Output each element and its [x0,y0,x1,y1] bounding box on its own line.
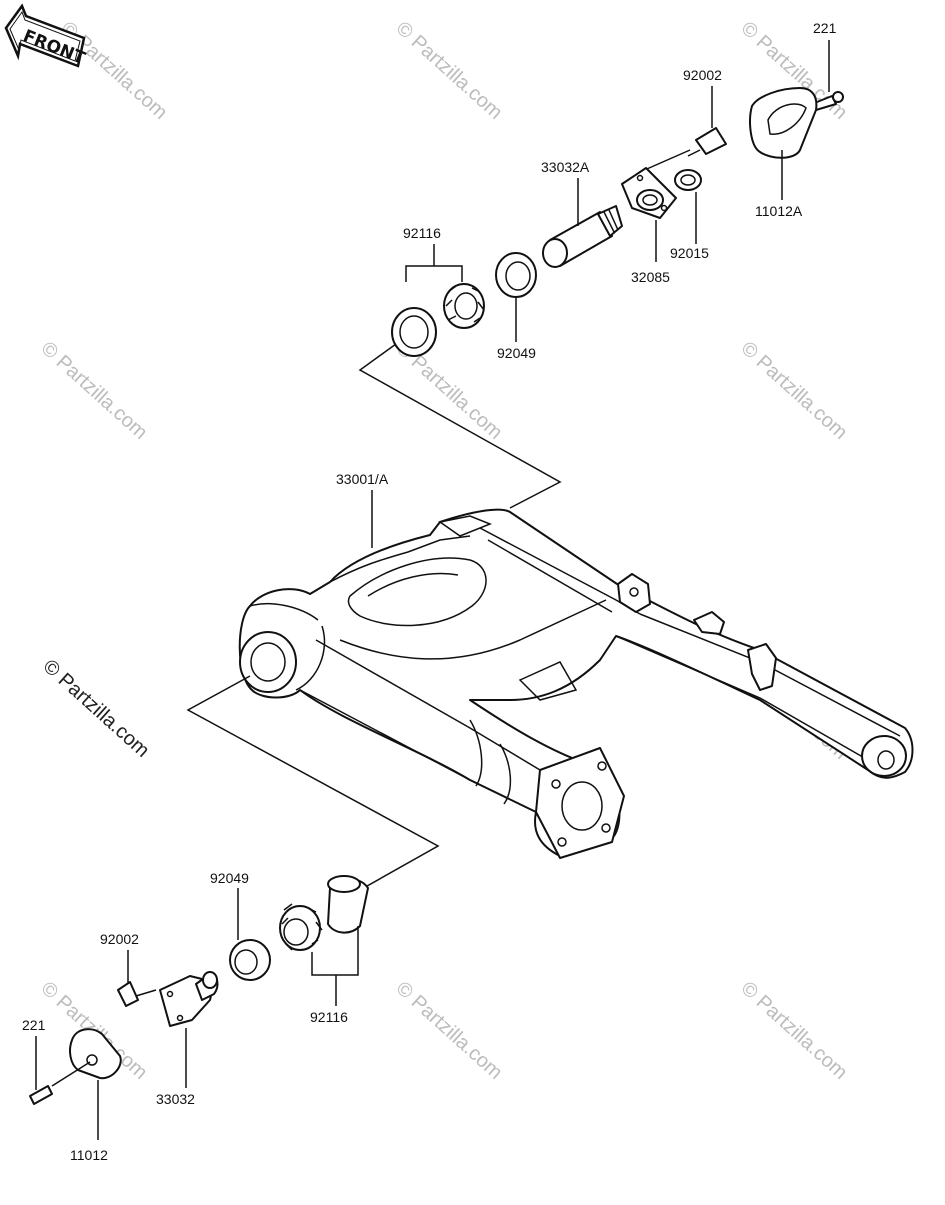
label-92002-top: 92002 [683,67,722,83]
label-33032: 33032 [156,1091,195,1107]
label-92116-top: 92116 [403,225,441,241]
label-11012A: 11012A [755,203,803,219]
label-32085: 32085 [631,269,670,285]
ring-92015 [674,169,702,244]
watermark-tile: © Partzilla.com [737,337,852,444]
swingarm-33001A [238,490,914,859]
label-11012: 11012 [70,1147,108,1163]
part-labels: 221 92002 33032A 11012A 92116 92015 3208… [22,20,837,1163]
seal-92049-top [495,252,537,342]
screw-221-top [811,40,844,111]
label-33001A: 33001/A [336,471,389,487]
shaft-33032A [542,178,623,268]
label-92049-top: 92049 [497,345,536,361]
front-arrow-icon: FRONT [4,3,88,69]
watermark-side: © Partzilla.com [39,655,154,762]
bearing-92116-bottom [279,875,369,1006]
leader-bottom [186,675,440,891]
screw-221-bottom [29,1036,53,1105]
seal-92049-bottom [229,888,271,981]
watermark-tile: © Partzilla.com [37,337,152,444]
cap-11012 [51,1028,122,1140]
label-221-top: 221 [813,20,837,36]
bolt-92002-top [639,86,727,173]
cap-11012A [749,87,818,200]
label-221-bottom: 221 [22,1017,46,1033]
label-92116-bottom: 92116 [310,1009,348,1025]
plate-32085 [621,167,677,262]
bolt-92002-bottom [117,950,157,1007]
label-92049-bottom: 92049 [210,870,249,886]
watermark-tile: © Partzilla.com [392,977,507,1084]
watermark-tile: © Partzilla.com [737,977,852,1084]
shaft-33032 [159,971,219,1088]
bearing-92116-top [391,244,485,357]
label-92002-bottom: 92002 [100,931,139,947]
watermark-tile: © Partzilla.com [392,17,507,124]
leader-top [358,343,562,509]
label-92015: 92015 [670,245,709,261]
label-33032A: 33032A [541,159,590,175]
